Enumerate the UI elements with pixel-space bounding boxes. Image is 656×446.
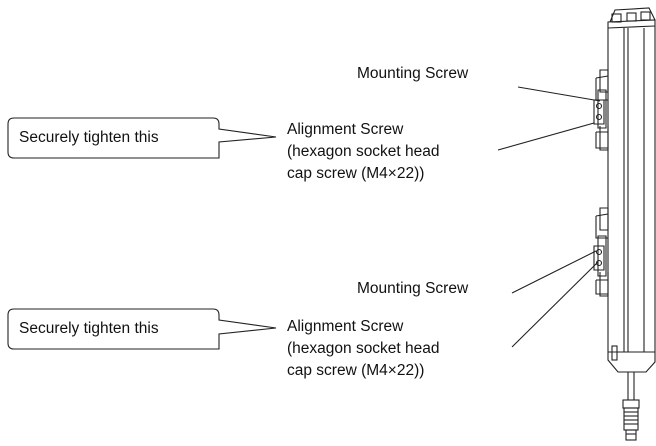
lower-bracket	[593, 207, 609, 297]
callout-bubble-2	[7, 308, 277, 350]
alignment-line: cap screw (M4×22))	[287, 165, 425, 182]
callout-text-lower: Securely tighten this	[19, 320, 159, 337]
alignment-line: Alignment Screw	[287, 318, 404, 335]
callout-bubble-1	[7, 117, 277, 159]
upper-bracket	[593, 69, 609, 151]
sensor-body	[607, 7, 656, 373]
leader-line-alignment-2	[511, 261, 599, 348]
cable-connector	[622, 372, 640, 441]
alignment-line: cap screw (M4×22))	[287, 362, 425, 379]
leader-line-mounting-2	[511, 250, 597, 294]
callout-text-upper: Securely tighten this	[19, 129, 159, 146]
leader-line-alignment-1	[497, 122, 595, 151]
alignment-line: Alignment Screw	[287, 121, 404, 138]
alignment-line: (hexagon socket head	[287, 143, 440, 160]
mounting-screw-label-lower: Mounting Screw	[357, 280, 469, 297]
leader-line-mounting-1	[517, 86, 601, 102]
alignment-line: (hexagon socket head	[287, 340, 440, 357]
mounting-screw-label-upper: Mounting Screw	[357, 65, 469, 82]
alignment-screw-label-upper: Alignment Screw (hexagon socket head cap…	[287, 119, 440, 185]
alignment-screw-label-lower: Alignment Screw (hexagon socket head cap…	[287, 316, 440, 382]
